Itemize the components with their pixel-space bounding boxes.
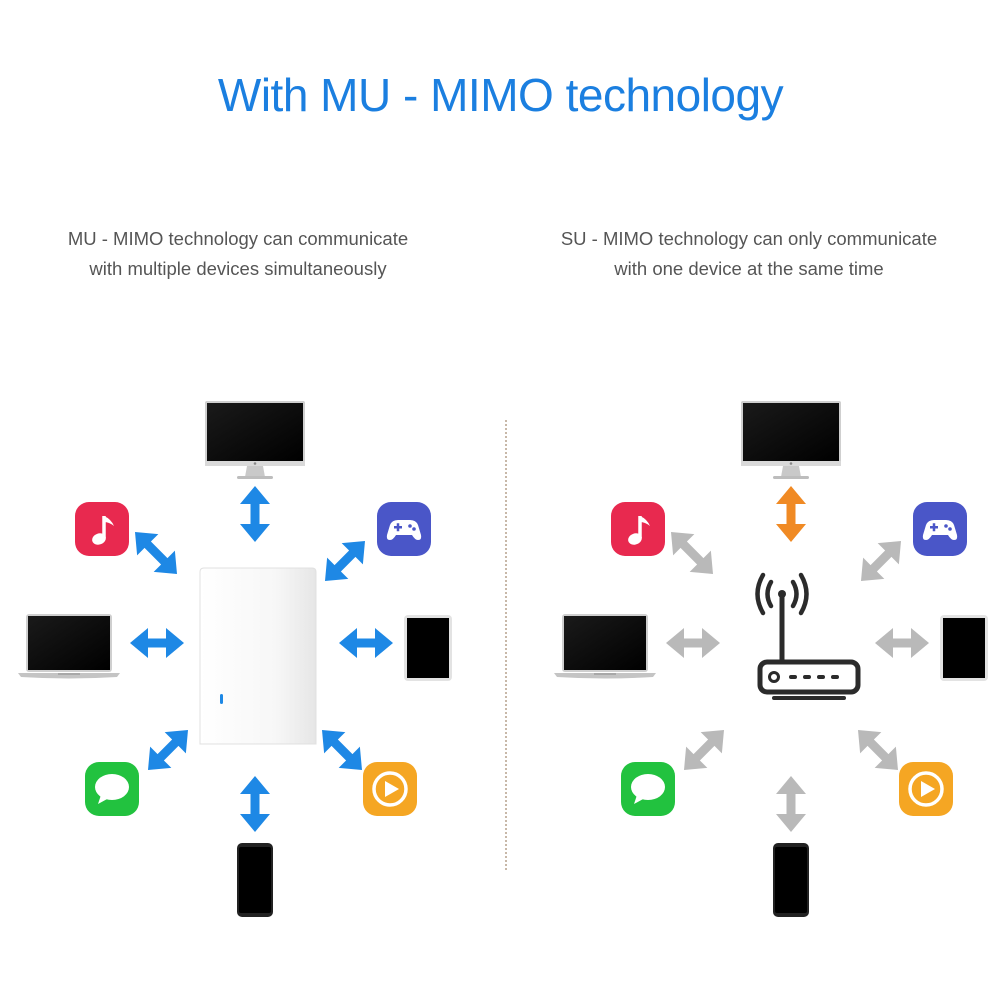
- su-mimo-caption-line-1: SU - MIMO technology can only communicat…: [560, 228, 938, 249]
- mu-mimo-caption-line-1: MU - MIMO technology can communicate: [67, 228, 409, 249]
- tablet-icon: [940, 615, 988, 681]
- arrow-upper-right: [325, 541, 365, 581]
- arrow-bottom: [776, 776, 806, 832]
- messages-app-icon: [621, 762, 675, 816]
- video-app-icon: [899, 762, 953, 816]
- messages-app-icon: [85, 762, 139, 816]
- mu-mimo-caption: MU - MIMO technology can communicate wit…: [28, 224, 448, 284]
- wifi-router-icon: [755, 572, 861, 700]
- mu-mimo-caption-line-2: with multiple devices simultaneously: [89, 258, 387, 279]
- arrow-top: [776, 486, 806, 542]
- su-mimo-caption: SU - MIMO technology can only communicat…: [539, 224, 959, 284]
- arrow-upper-left: [671, 532, 713, 574]
- arrow-right: [875, 628, 929, 658]
- smartphone-icon: [773, 843, 809, 917]
- arrow-lower-left: [684, 730, 724, 770]
- arrow-lower-right: [322, 730, 362, 770]
- monitor-icon: [205, 401, 305, 479]
- mu-mimo-diagram: [18, 401, 452, 917]
- game-app-icon: [377, 502, 431, 556]
- arrow-left: [130, 628, 184, 658]
- monitor-icon: [741, 401, 841, 479]
- page-title: With MU - MIMO technology: [217, 69, 784, 121]
- section-divider: [505, 420, 507, 870]
- white-tower-router: [199, 567, 317, 745]
- game-app-icon: [913, 502, 967, 556]
- arrow-bottom: [240, 776, 270, 832]
- music-app-icon: [611, 502, 665, 556]
- arrow-left: [666, 628, 720, 658]
- laptop-icon: [554, 614, 656, 679]
- arrow-top: [240, 486, 270, 542]
- laptop-icon: [18, 614, 120, 679]
- video-app-icon: [363, 762, 417, 816]
- arrow-lower-right: [858, 730, 898, 770]
- arrow-lower-left: [148, 730, 188, 770]
- arrow-right: [339, 628, 393, 658]
- su-mimo-diagram: [554, 401, 988, 917]
- music-app-icon: [75, 502, 129, 556]
- tablet-icon: [404, 615, 452, 681]
- smartphone-icon: [237, 843, 273, 917]
- arrow-upper-left: [135, 532, 177, 574]
- arrow-upper-right: [861, 541, 901, 581]
- su-mimo-caption-line-2: with one device at the same time: [614, 258, 884, 279]
